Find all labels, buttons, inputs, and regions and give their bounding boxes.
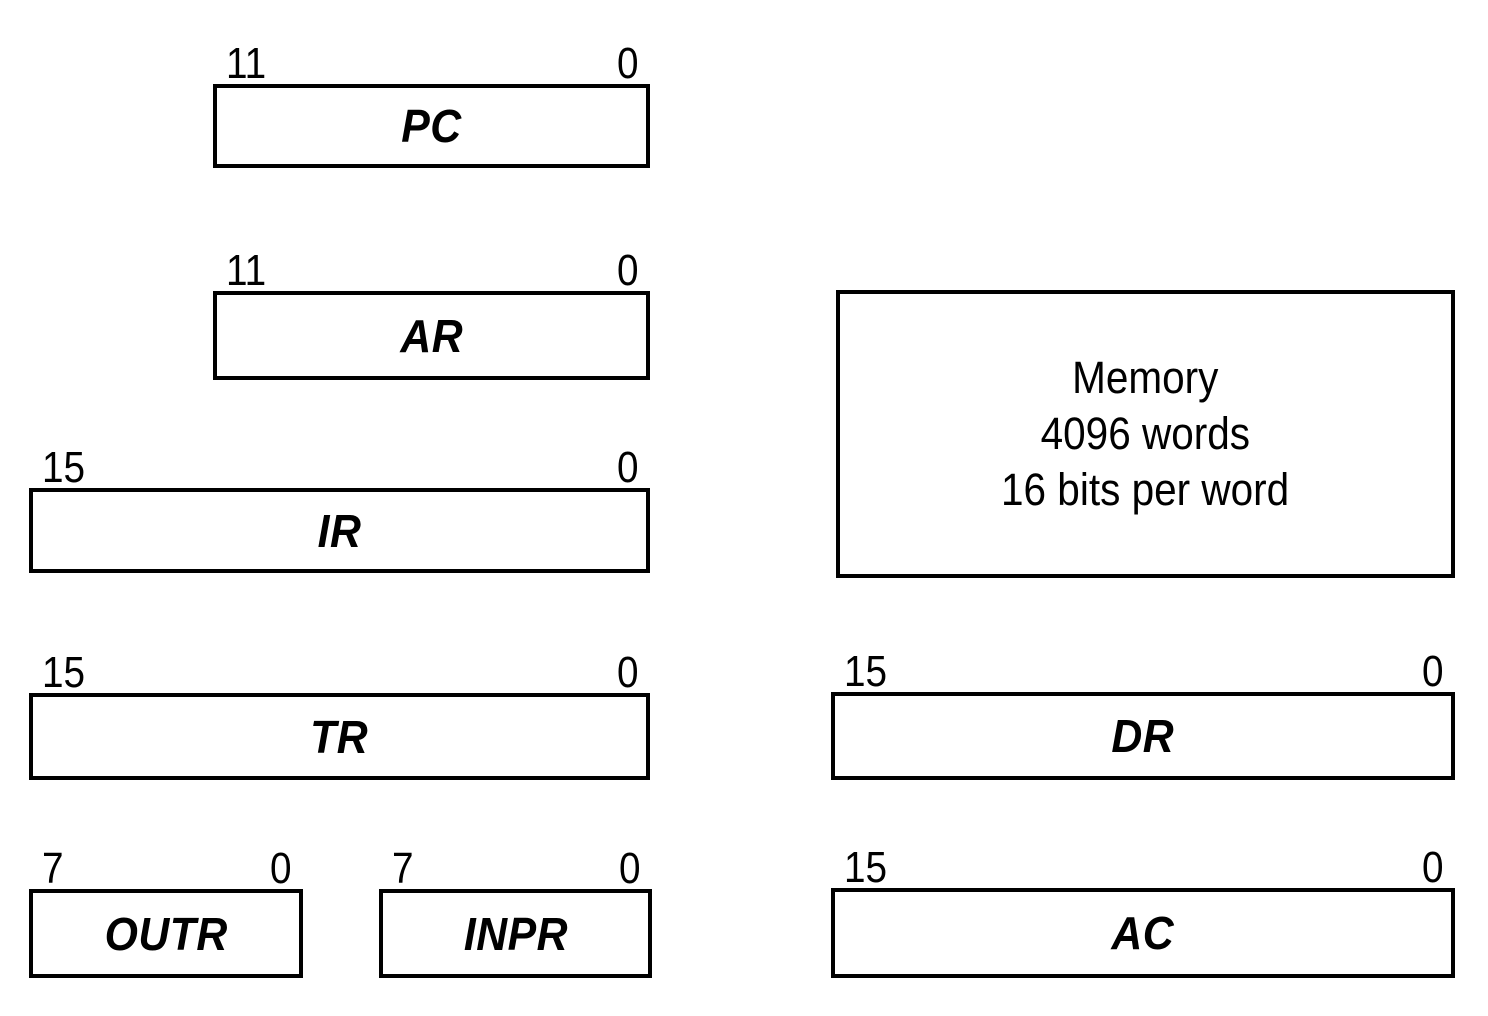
register-label-pc: PC bbox=[401, 100, 462, 152]
bit-label-msb-dr: 15 bbox=[844, 647, 888, 696]
bit-label-lsb-pc: 0 bbox=[616, 39, 638, 88]
register-box-dr: DR bbox=[831, 692, 1455, 780]
bit-label-lsb-tr: 0 bbox=[616, 648, 638, 697]
register-box-inpr: INPR bbox=[379, 889, 652, 978]
memory-word-count: 4096 words bbox=[1040, 408, 1251, 460]
register-label-ac: AC bbox=[1111, 907, 1175, 959]
bit-label-lsb-ir: 0 bbox=[616, 443, 638, 492]
register-label-ir: IR bbox=[317, 504, 362, 557]
bit-labels-inpr: 7 0 bbox=[379, 833, 652, 893]
register-label-ar: AR bbox=[400, 309, 463, 362]
memory-box: Memory 4096 words 16 bits per word bbox=[836, 290, 1455, 578]
register-label-outr: OUTR bbox=[104, 907, 228, 960]
register-box-ar: AR bbox=[213, 291, 650, 380]
register-block-ac: 15 0 AC bbox=[831, 832, 1455, 978]
register-box-pc: PC bbox=[213, 84, 650, 168]
register-label-tr: TR bbox=[310, 710, 369, 763]
bit-label-lsb-inpr: 0 bbox=[618, 844, 640, 893]
bit-labels-ir: 15 0 bbox=[29, 432, 650, 492]
register-block-pc: 11 0 PC bbox=[213, 28, 650, 168]
register-label-dr: DR bbox=[1111, 710, 1175, 762]
register-label-inpr: INPR bbox=[463, 907, 568, 960]
bit-label-msb-ac: 15 bbox=[844, 843, 888, 892]
bit-labels-dr: 15 0 bbox=[831, 636, 1455, 696]
bit-label-lsb-dr: 0 bbox=[1421, 647, 1443, 696]
bit-label-msb-ir: 15 bbox=[42, 443, 86, 492]
bit-labels-pc: 11 0 bbox=[213, 28, 650, 88]
bit-label-msb-tr: 15 bbox=[42, 648, 86, 697]
register-block-tr: 15 0 TR bbox=[29, 637, 650, 780]
bit-labels-ac: 15 0 bbox=[831, 832, 1455, 892]
register-block-outr: 7 0 OUTR bbox=[29, 833, 303, 978]
register-block-ir: 15 0 IR bbox=[29, 432, 650, 573]
register-block-ar: 11 0 AR bbox=[213, 235, 650, 380]
bit-labels-ar: 11 0 bbox=[213, 235, 650, 295]
register-block-dr: 15 0 DR bbox=[831, 636, 1455, 780]
memory-title: Memory bbox=[1072, 352, 1219, 404]
register-box-ac: AC bbox=[831, 888, 1455, 978]
bit-label-lsb-ac: 0 bbox=[1421, 843, 1443, 892]
bit-label-msb-ar: 11 bbox=[226, 246, 267, 295]
bit-label-lsb-ar: 0 bbox=[616, 246, 638, 295]
bit-label-msb-inpr: 7 bbox=[392, 844, 414, 893]
bit-labels-outr: 7 0 bbox=[29, 833, 303, 893]
bit-label-lsb-outr: 0 bbox=[269, 844, 291, 893]
register-box-outr: OUTR bbox=[29, 889, 303, 978]
bit-label-msb-outr: 7 bbox=[42, 844, 64, 893]
register-box-tr: TR bbox=[29, 693, 650, 780]
register-box-ir: IR bbox=[29, 488, 650, 573]
register-block-inpr: 7 0 INPR bbox=[379, 833, 652, 978]
memory-word-size: 16 bits per word bbox=[1001, 463, 1290, 515]
bit-labels-tr: 15 0 bbox=[29, 637, 650, 697]
bit-label-msb-pc: 11 bbox=[226, 39, 267, 88]
